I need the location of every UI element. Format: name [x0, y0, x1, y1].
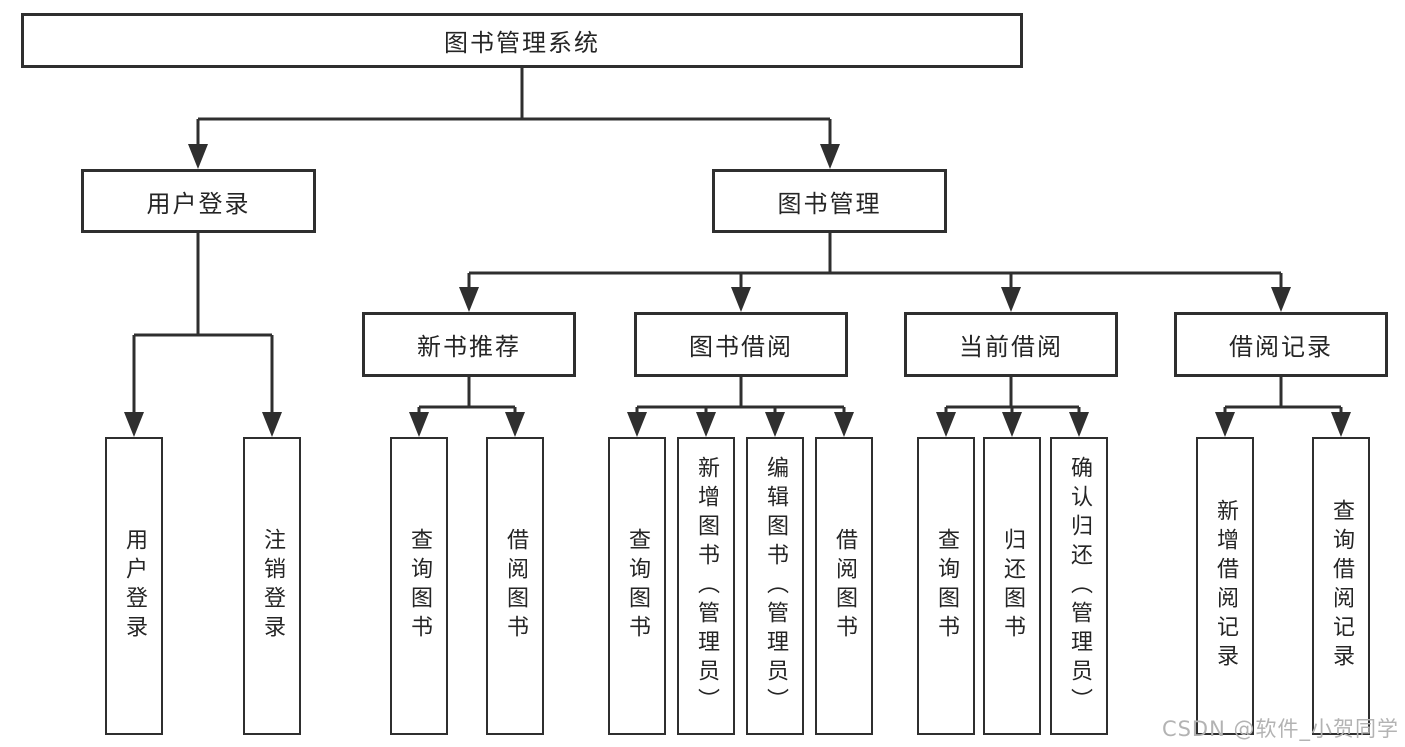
node-label: 用户登录: [122, 528, 147, 644]
arrowhead: [696, 412, 716, 437]
node-new-book-recommendation: 新书推荐: [362, 312, 576, 377]
node-leaf-query-books-3: 查询图书: [917, 437, 975, 735]
arrowhead: [1271, 287, 1291, 312]
node-leaf-edit-books-admin: 编辑图书（管理员）: [746, 437, 804, 735]
arrowhead: [262, 412, 282, 437]
node-label: 新增借阅记录: [1213, 499, 1238, 673]
arrowhead: [1001, 287, 1021, 312]
arrowhead: [188, 144, 208, 169]
node-leaf-logout: 注销登录: [243, 437, 301, 735]
node-label: 查询图书: [625, 528, 650, 644]
node-label: 借阅图书: [503, 528, 528, 644]
node-leaf-return-books: 归还图书: [983, 437, 1041, 735]
node-library-management-system: 图书管理系统: [21, 13, 1023, 68]
arrowhead: [834, 412, 854, 437]
node-label: 编辑图书（管理员）: [763, 455, 788, 717]
node-label: 新书推荐: [417, 333, 521, 361]
node-label: 图书借阅: [689, 333, 793, 361]
arrowhead: [820, 144, 840, 169]
node-leaf-query-books-1: 查询图书: [390, 437, 448, 735]
arrowhead: [1069, 412, 1089, 437]
node-user-login: 用户登录: [81, 169, 316, 233]
node-label: 借阅记录: [1229, 333, 1333, 361]
node-current-borrowing: 当前借阅: [904, 312, 1118, 377]
node-book-management: 图书管理: [712, 169, 947, 233]
arrowhead: [627, 412, 647, 437]
arrowhead: [124, 412, 144, 437]
node-label: 注销登录: [260, 528, 285, 644]
node-leaf-confirm-return-admin: 确认归还（管理员）: [1050, 437, 1108, 735]
node-borrowing-records: 借阅记录: [1174, 312, 1388, 377]
arrowhead: [731, 287, 751, 312]
watermark: CSDN @软件_小贺同学: [1161, 717, 1399, 741]
arrowhead: [459, 287, 479, 312]
node-book-borrowing: 图书借阅: [634, 312, 848, 377]
node-label: 归还图书: [1000, 528, 1025, 644]
arrowhead: [1002, 412, 1022, 437]
arrowhead: [1331, 412, 1351, 437]
arrowhead: [1215, 412, 1235, 437]
node-label: 查询借阅记录: [1329, 499, 1354, 673]
node-label: 新增图书（管理员）: [694, 455, 719, 717]
node-leaf-borrow-books-2: 借阅图书: [815, 437, 873, 735]
node-label: 图书管理系统: [444, 29, 600, 57]
node-leaf-add-borrow-record: 新增借阅记录: [1196, 437, 1254, 735]
arrowhead: [505, 412, 525, 437]
node-label: 借阅图书: [832, 528, 857, 644]
node-leaf-user-login: 用户登录: [105, 437, 163, 735]
node-label: 查询图书: [407, 528, 432, 644]
node-label: 图书管理: [777, 189, 882, 218]
node-label: 查询图书: [934, 528, 959, 644]
node-label: 用户登录: [146, 189, 251, 218]
node-leaf-borrow-books-1: 借阅图书: [486, 437, 544, 735]
arrowhead: [936, 412, 956, 437]
arrowhead: [409, 412, 429, 437]
node-leaf-query-borrow-record: 查询借阅记录: [1312, 437, 1370, 735]
arrowhead: [765, 412, 785, 437]
node-label: 确认归还（管理员）: [1067, 455, 1092, 717]
node-leaf-add-books-admin: 新增图书（管理员）: [677, 437, 735, 735]
node-label: 当前借阅: [959, 333, 1063, 361]
node-leaf-query-books-2: 查询图书: [608, 437, 666, 735]
